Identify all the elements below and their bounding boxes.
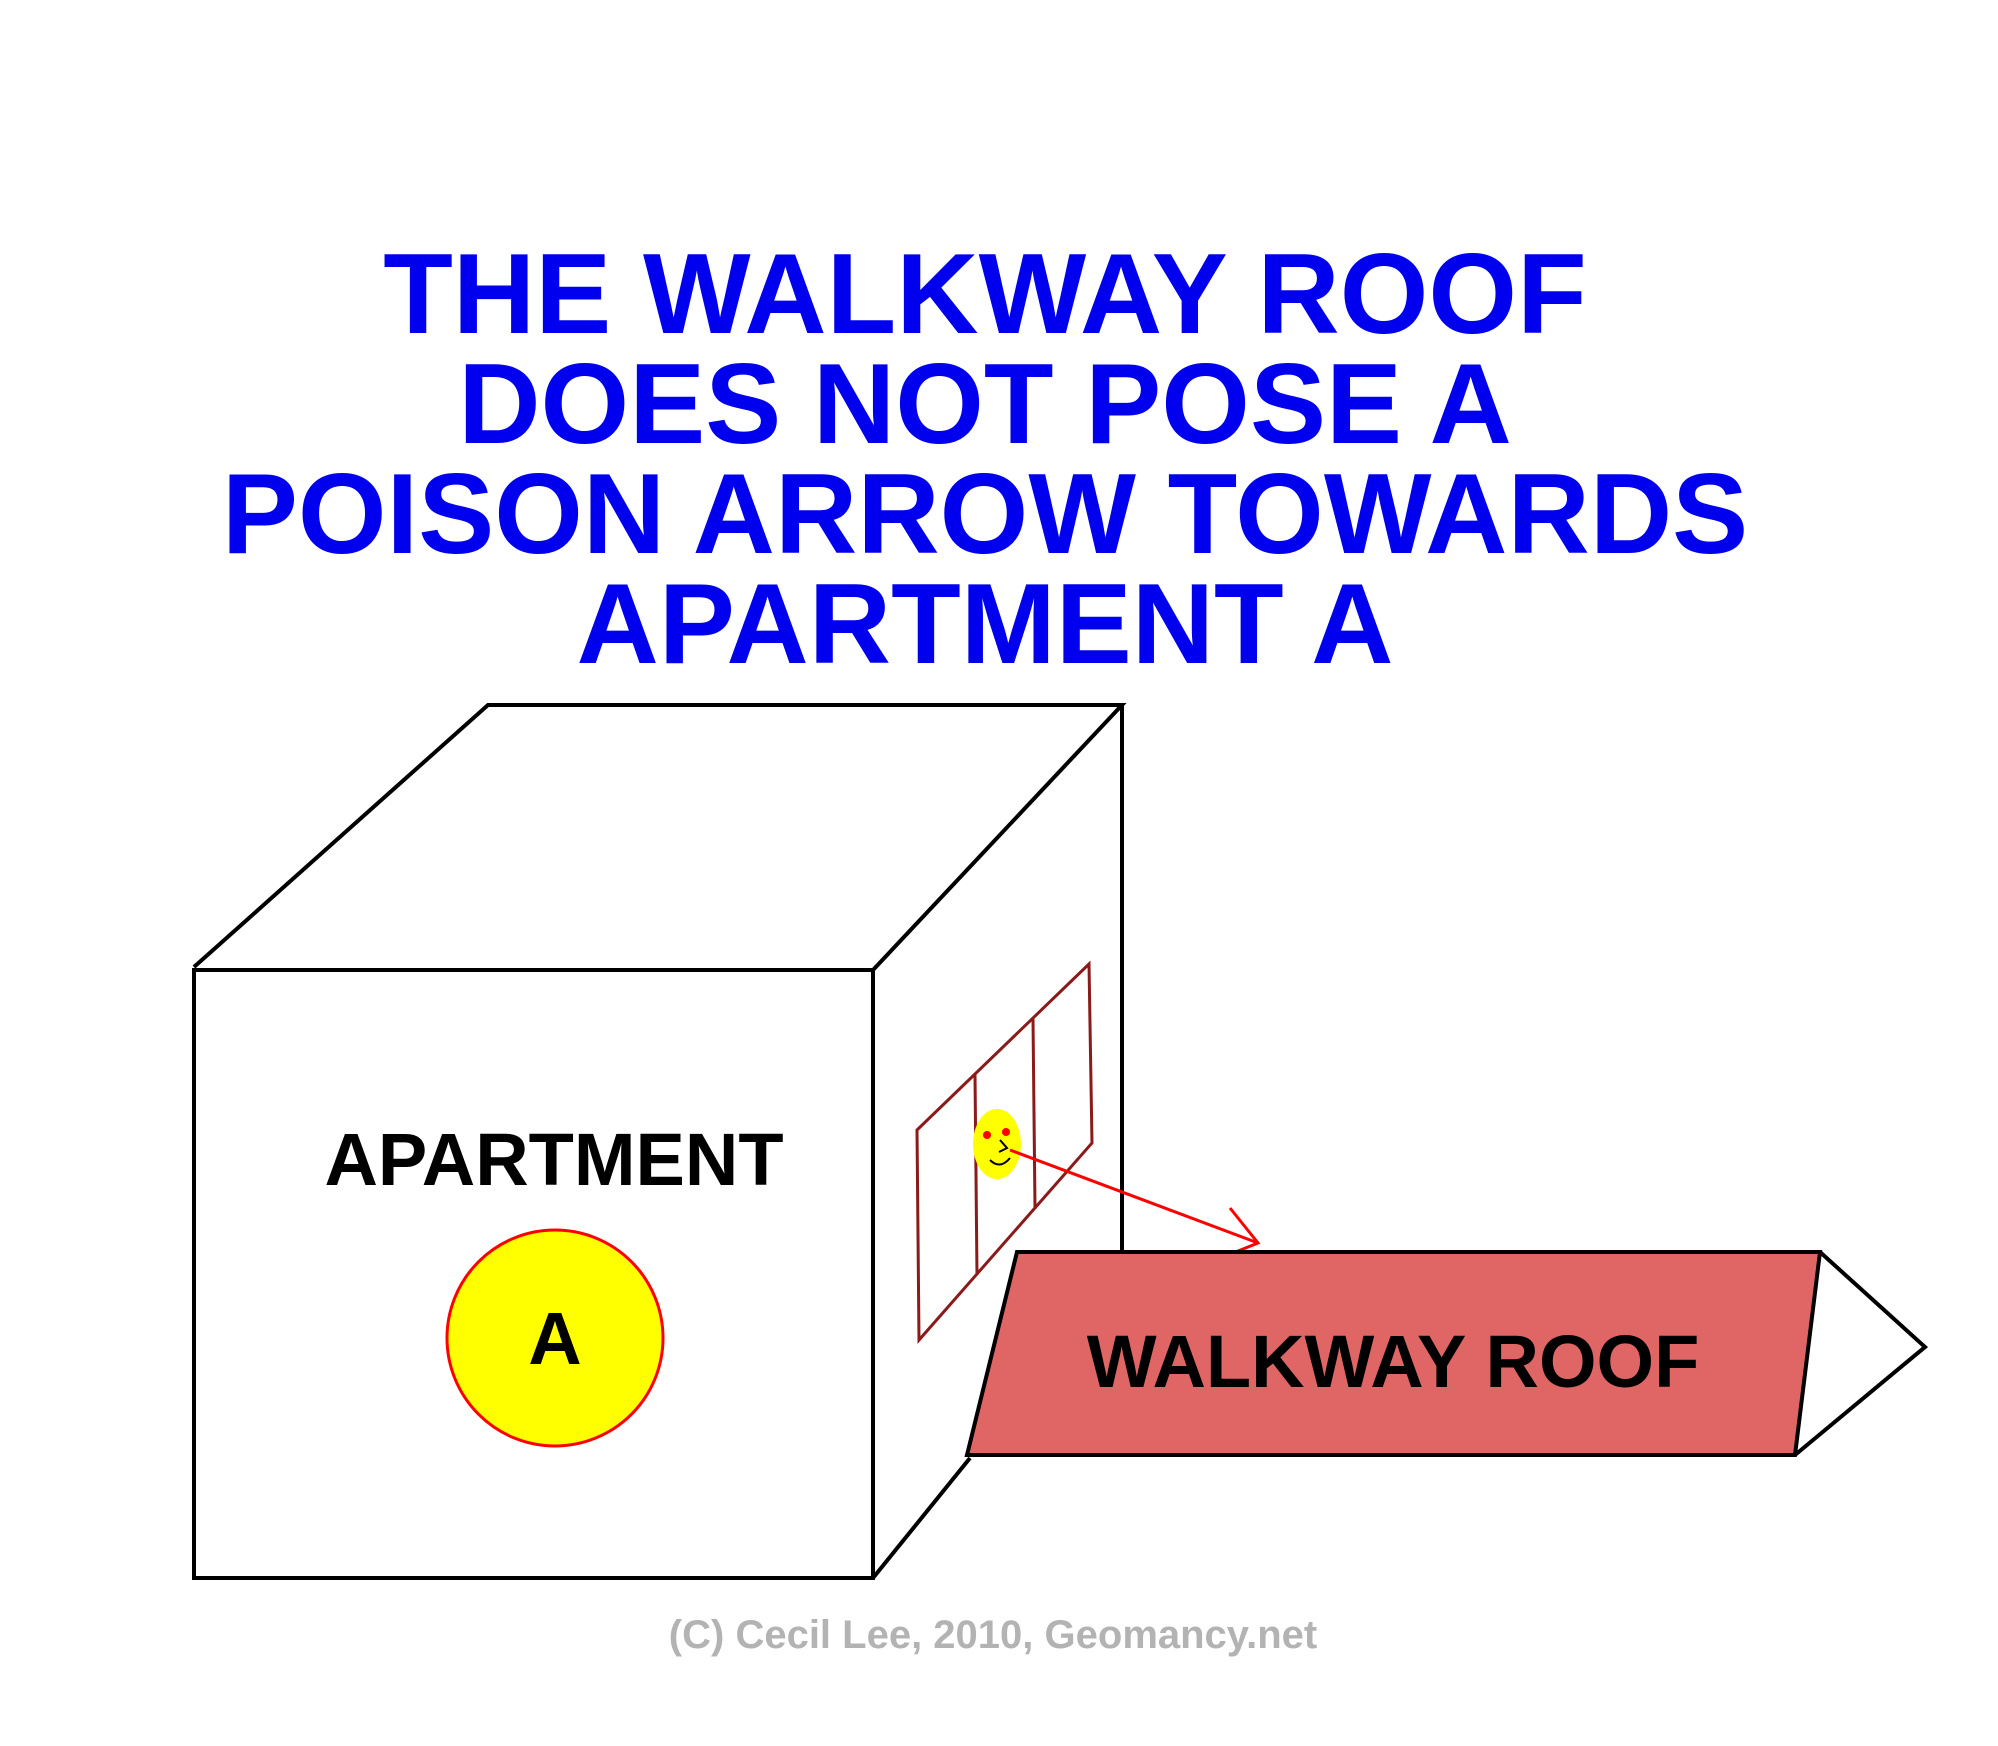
building-side-bottom-edge bbox=[871, 1456, 972, 1580]
walkway-roof-tip bbox=[1793, 1250, 1929, 1457]
face-eye-right bbox=[1002, 1128, 1010, 1136]
window-mullion-2 bbox=[1031, 1018, 1037, 1209]
walkway-roof: WALKWAY ROOF bbox=[964, 1250, 1929, 1457]
sight-line bbox=[1009, 1148, 1259, 1245]
apartment-marker: A bbox=[445, 1228, 665, 1448]
window-mullion-1 bbox=[973, 1074, 979, 1276]
face-smile bbox=[989, 1157, 1011, 1166]
title-line-1: THE WALKWAY ROOF bbox=[383, 231, 1586, 358]
title-line-4: APARTMENT A bbox=[577, 561, 1394, 688]
smiley-face-icon bbox=[973, 1109, 1021, 1179]
face-nose bbox=[998, 1139, 1009, 1153]
title-line-3: POISON ARROW TOWARDS bbox=[222, 451, 1748, 578]
apartment-label: APARTMENT bbox=[324, 1118, 783, 1201]
title-line-2: DOES NOT POSE A bbox=[458, 341, 1512, 468]
walkway-roof-label: WALKWAY ROOF bbox=[1087, 1320, 1700, 1403]
face bbox=[973, 1109, 1021, 1179]
diagram-title: THE WALKWAY ROOF DOES NOT POSE A POISON … bbox=[222, 231, 1748, 688]
arrow-icon bbox=[1009, 1148, 1261, 1257]
arrow-head bbox=[1227, 1207, 1261, 1257]
building-top-face bbox=[192, 703, 1127, 972]
face-eye-left bbox=[983, 1131, 991, 1139]
marker-circle bbox=[445, 1228, 665, 1448]
window bbox=[915, 960, 1094, 1344]
copyright-text: (C) Cecil Lee, 2010, Geomancy.net bbox=[669, 1613, 1317, 1657]
marker-letter: A bbox=[528, 1297, 581, 1380]
